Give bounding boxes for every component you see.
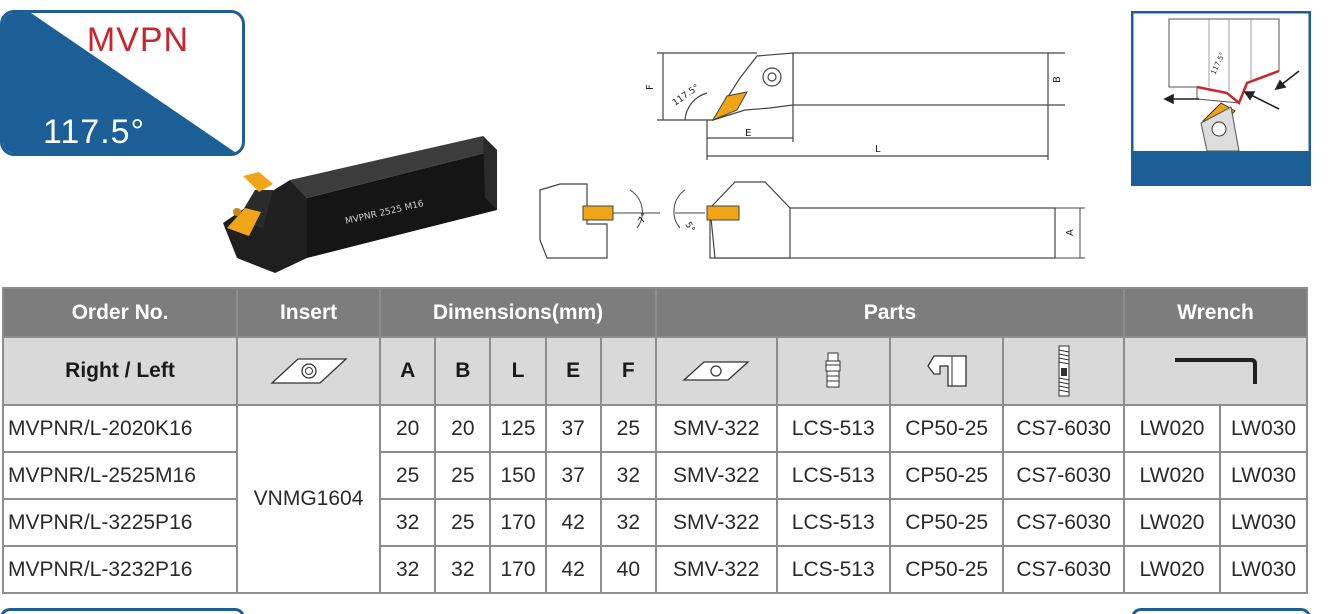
table-row: MVPNR/L-3225P16 32 25 170 42 32 SMV-322 … (2, 498, 1308, 547)
order-number-cell: MVPNR/L-3232P16 (2, 545, 238, 594)
dim-label-A: A (1065, 229, 1076, 236)
clamp-screw-icon (1002, 336, 1125, 406)
dim-label-E: E (745, 128, 751, 139)
shim-screw-cell: LCS-513 (775, 498, 891, 547)
dim-label-B: B (1052, 76, 1063, 83)
header-right-left: Right / Left (2, 336, 238, 406)
dim-L-cell: 170 (489, 545, 547, 594)
application-diagram: 117.5° (1131, 11, 1311, 186)
clamp-cell: CP50-25 (888, 545, 1005, 594)
badge-blue-triangle (3, 13, 237, 153)
dim-B-cell: 20 (434, 404, 492, 453)
shim-cell: SMV-322 (654, 451, 778, 500)
table-row: MVPNR/L-3232P16 32 32 170 42 40 SMV-322 … (2, 545, 1308, 594)
wrench-2-cell: LW030 (1219, 498, 1308, 547)
header-dim-B: B (434, 336, 492, 406)
shim-screw-cell: LCS-513 (775, 545, 891, 594)
dim-A-cell: 20 (379, 404, 437, 453)
header-dim-F: F (599, 336, 657, 406)
dim-E-cell: 42 (544, 498, 602, 547)
header-row-detail: Right / Left A B L E F (2, 336, 1309, 406)
shim-icon (654, 336, 778, 406)
dim-B-cell: 25 (434, 498, 492, 547)
spec-table: Order No. Insert Dimensions(mm) Parts Wr… (2, 287, 1309, 594)
dim-B-cell: 25 (434, 451, 492, 500)
order-number-cell: MVPNR/L-3225P16 (2, 498, 238, 547)
clamp-icon (888, 336, 1005, 406)
dim-A-cell: 25 (379, 451, 437, 500)
wrench-1-cell: LW020 (1122, 498, 1222, 547)
header-dimensions: Dimensions(mm) (379, 287, 657, 338)
wrench-icon (1122, 336, 1309, 406)
clamp-screw-cell: CS7-6030 (1002, 404, 1125, 453)
dim-label-F: F (645, 84, 656, 90)
wrench-1-cell: LW020 (1122, 404, 1222, 453)
dim-F-cell: 40 (599, 545, 657, 594)
clamp-screw-cell: CS7-6030 (1002, 545, 1125, 594)
dim-E-cell: 42 (544, 545, 602, 594)
order-number-cell: MVPNR/L-2525M16 (2, 451, 238, 500)
wrench-1-cell: LW020 (1122, 451, 1222, 500)
top-view-drawing: F B E L 117.5° (645, 52, 1065, 160)
side-view-drawing: 7° 5° A (539, 181, 1085, 259)
header-dim-E: E (544, 336, 602, 406)
dim-L-cell: 150 (489, 451, 547, 500)
dim-A-cell: 32 (379, 498, 437, 547)
dim-F-cell: 25 (599, 404, 657, 453)
table-row: MVPNR/L-2020K16 VNMG1604 20 20 125 37 25… (2, 404, 1308, 594)
clamp-cell: CP50-25 (888, 451, 1005, 500)
tool-code: MVPN (86, 21, 190, 59)
wrench-2-cell: LW030 (1219, 545, 1308, 594)
wrench-2-cell: LW030 (1219, 404, 1308, 453)
dim-E-cell: 37 (544, 404, 602, 453)
dim-F-cell: 32 (599, 451, 657, 500)
dim-F-cell: 32 (599, 498, 657, 547)
shim-cell: SMV-322 (654, 498, 778, 547)
shim-cell: SMV-322 (654, 404, 778, 453)
shim-screw-cell: LCS-513 (775, 404, 891, 453)
dim-E-cell: 37 (544, 451, 602, 500)
header-wrench: Wrench (1122, 287, 1309, 338)
dim-L-cell: 170 (489, 498, 547, 547)
insert-gold (227, 208, 261, 236)
shim-screw-icon (775, 336, 891, 406)
wrench-1-cell: LW020 (1122, 545, 1222, 594)
clamp-cell: CP50-25 (888, 498, 1005, 547)
dim-A-cell: 32 (379, 545, 437, 594)
header-insert: Insert (235, 287, 382, 338)
clearance-label-1: 7° (637, 212, 651, 226)
clamp-cell: CP50-25 (888, 404, 1005, 453)
insert-icon (235, 336, 382, 406)
dim-label-L: L (875, 144, 881, 155)
shim-cell: SMV-322 (654, 545, 778, 594)
wrench-2-cell: LW030 (1219, 451, 1308, 500)
header-dim-L: L (489, 336, 547, 406)
header-row-group: Order No. Insert Dimensions(mm) Parts Wr… (2, 287, 1309, 338)
clamp-screw-cell: CS7-6030 (1002, 451, 1125, 500)
tool-holder-render: MVPNR 2525 M16 (223, 136, 497, 273)
clearance-label-2: 5° (682, 221, 696, 235)
dim-B-cell: 32 (434, 545, 492, 594)
insert-cell: VNMG1604 (235, 404, 382, 594)
order-number-cell: MVPNR/L-2020K16 (2, 404, 238, 453)
header-parts: Parts (654, 287, 1125, 338)
clamp-screw-cell: CS7-6030 (1002, 498, 1125, 547)
next-badge-edge (0, 608, 245, 614)
shim-screw-cell: LCS-513 (775, 451, 891, 500)
header-order-no: Order No. (2, 287, 238, 338)
header-dim-A: A (379, 336, 437, 406)
title-badge: MVPN 117.5° (0, 10, 245, 156)
approach-angle: 117.5° (43, 113, 146, 151)
table-row: MVPNR/L-2525M16 25 25 150 37 32 SMV-322 … (2, 451, 1308, 500)
angle-label-main: 117.5° (671, 83, 702, 109)
next-diagram-edge (1131, 608, 1311, 614)
dim-L-cell: 125 (489, 404, 547, 453)
